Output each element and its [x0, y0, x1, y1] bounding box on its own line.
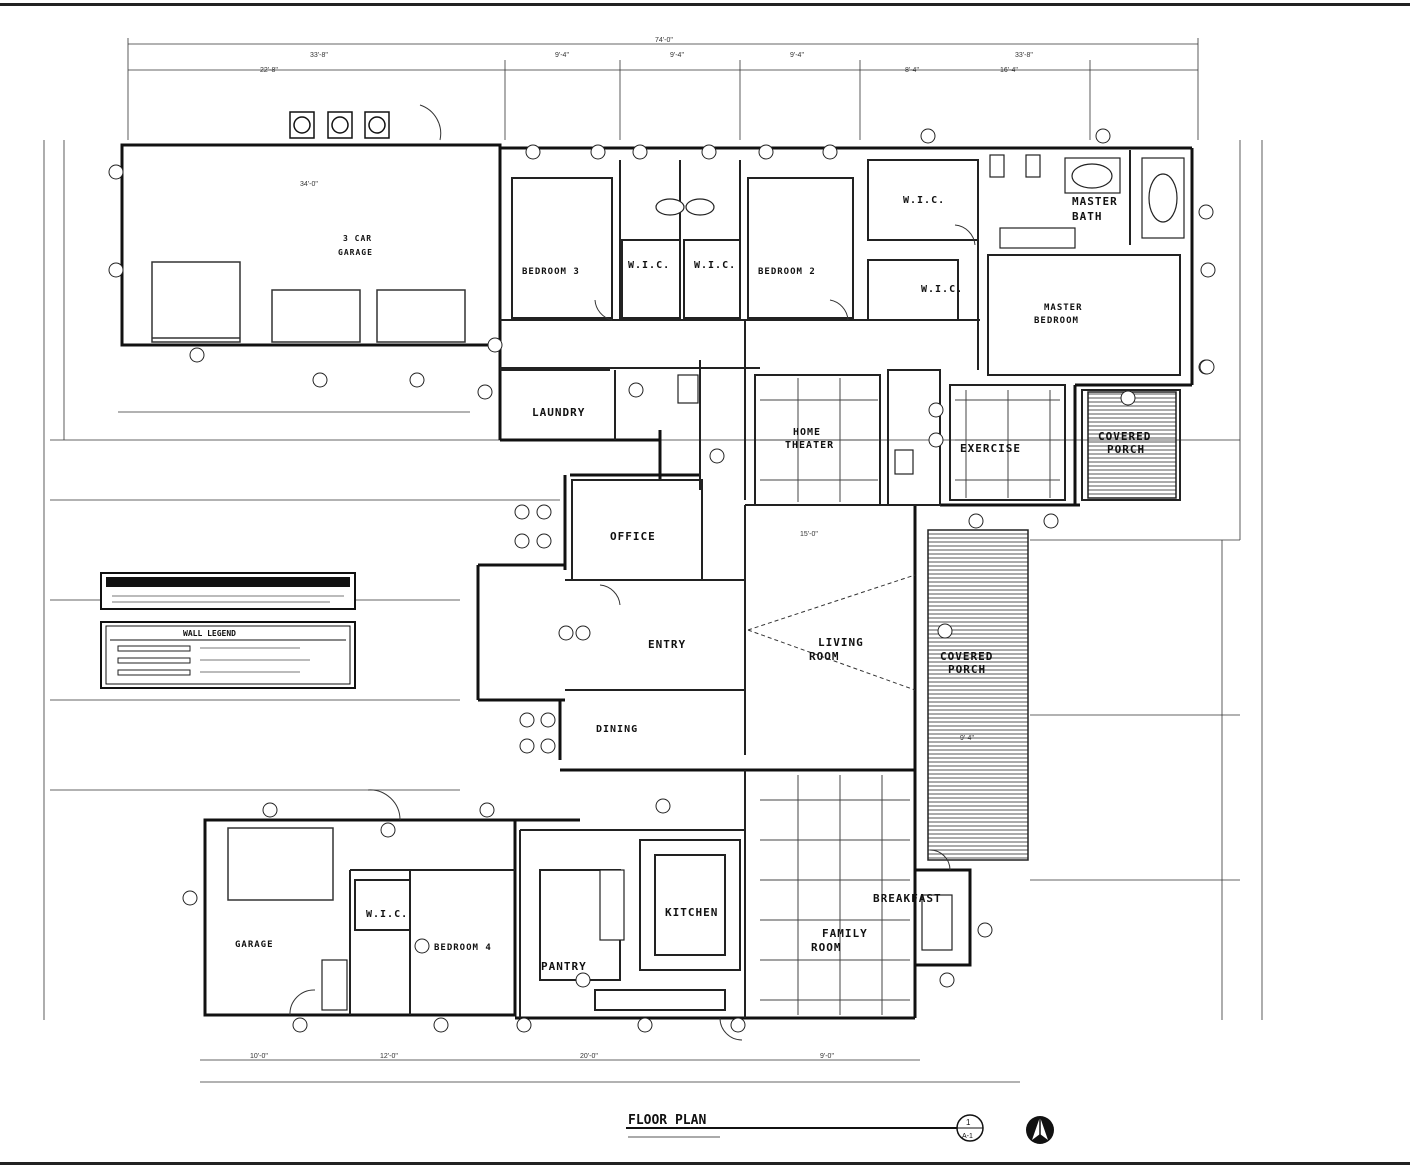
garage-3car-label-line1: 3 CAR — [343, 234, 372, 243]
svg-text:12'-0": 12'-0" — [380, 1053, 398, 1060]
svg-text:9'-0": 9'-0" — [820, 1053, 834, 1060]
svg-text:33'-8": 33'-8" — [310, 52, 328, 59]
family-room-label-line2: ROOM — [811, 941, 842, 954]
svg-text:33'-8": 33'-8" — [1015, 52, 1033, 59]
covered-porch-top-label-line2: PORCH — [1107, 443, 1145, 456]
wall-legend-title: WALL LEGEND — [183, 629, 236, 638]
master-bath-label-line1: MASTER — [1072, 195, 1118, 208]
family-room-tile-grid — [760, 775, 910, 1015]
door-swings — [289, 104, 976, 1041]
covered-porch-top-label-line1: COVERED — [1098, 430, 1151, 443]
exercise-label: EXERCISE — [960, 442, 1021, 455]
plumbing-fixtures — [321, 154, 1185, 1011]
wic-c-label: W.I.C. — [903, 195, 945, 206]
svg-text:16'-4": 16'-4" — [1000, 67, 1018, 74]
dimension-lines-top — [127, 38, 1199, 140]
family-room-label-line1: FAMILY — [822, 927, 868, 940]
svg-text:22'-8": 22'-8" — [260, 67, 278, 74]
tag-markers — [108, 128, 1216, 1033]
svg-text:9'-4": 9'-4" — [790, 52, 804, 59]
ac-units — [289, 111, 390, 139]
detail-number: 1 — [966, 1118, 971, 1127]
title-block: FLOOR PLAN 1 A-1 — [626, 1113, 1054, 1144]
wic-e-label: W.I.C. — [366, 909, 408, 920]
covered-porch-side-label-line2: PORCH — [948, 663, 986, 676]
entry-label: ENTRY — [648, 638, 686, 651]
breakfast-label: BREAKFAST — [873, 892, 942, 905]
svg-text:34'-0": 34'-0" — [300, 181, 318, 188]
living-room-vault-lines — [747, 574, 916, 691]
covered-porch-side-hatch — [927, 529, 1029, 861]
north-arrow-icon — [1026, 1116, 1054, 1144]
kitchen-label: KITCHEN — [665, 906, 718, 919]
living-room-label-line1: LIVING — [818, 636, 864, 649]
svg-text:20'-0": 20'-0" — [580, 1053, 598, 1060]
svg-text:74'-0": 74'-0" — [655, 37, 673, 44]
home-theater-label-line2: THEATER — [785, 440, 834, 451]
master-bath-label-line2: BATH — [1072, 210, 1103, 223]
exterior-walls — [120, 143, 1194, 1020]
drawing-title: FLOOR PLAN — [628, 1113, 706, 1128]
covered-porch-side-label-line1: COVERED — [940, 650, 993, 663]
wic-d-label: W.I.C. — [921, 284, 963, 295]
bedroom-2-label: BEDROOM 2 — [758, 267, 816, 277]
bedroom-4-label: BEDROOM 4 — [434, 943, 492, 953]
sheet-border-top — [0, 3, 1410, 6]
covered-porch-top-hatch — [1087, 391, 1177, 499]
pantry-label: PANTRY — [541, 960, 587, 973]
home-theater-tile-grid — [760, 378, 878, 502]
exercise-tile-grid — [955, 390, 1060, 498]
svg-text:9'-4": 9'-4" — [555, 52, 569, 59]
home-theater-label-line1: HOME — [793, 427, 821, 438]
wall-legend-box: WALL LEGEND — [100, 621, 356, 689]
svg-text:9'-4": 9'-4" — [670, 52, 684, 59]
master-bedroom-label-line1: MASTER — [1044, 303, 1083, 313]
svg-text:8'-4": 8'-4" — [905, 67, 919, 74]
dining-label: DINING — [596, 724, 638, 735]
bedroom-3-label: BEDROOM 3 — [522, 267, 580, 277]
garage-door-openings — [151, 261, 466, 901]
garage-label: GARAGE — [235, 940, 274, 950]
sheet-number: A-1 — [962, 1133, 973, 1140]
svg-text:10'-0": 10'-0" — [250, 1053, 268, 1060]
laundry-label: LAUNDRY — [532, 406, 585, 419]
wic-b-label: W.I.C. — [694, 260, 736, 271]
classification-note-box — [100, 572, 356, 610]
office-label: OFFICE — [610, 530, 656, 543]
living-room-label-line2: ROOM — [809, 650, 840, 663]
garage-3car-label-line2: GARAGE — [338, 248, 373, 257]
wic-a-label: W.I.C. — [628, 260, 670, 271]
svg-text:15'-0": 15'-0" — [800, 531, 818, 538]
sheet-border-bottom — [0, 1162, 1410, 1165]
master-bedroom-label-line2: BEDROOM — [1034, 316, 1079, 326]
